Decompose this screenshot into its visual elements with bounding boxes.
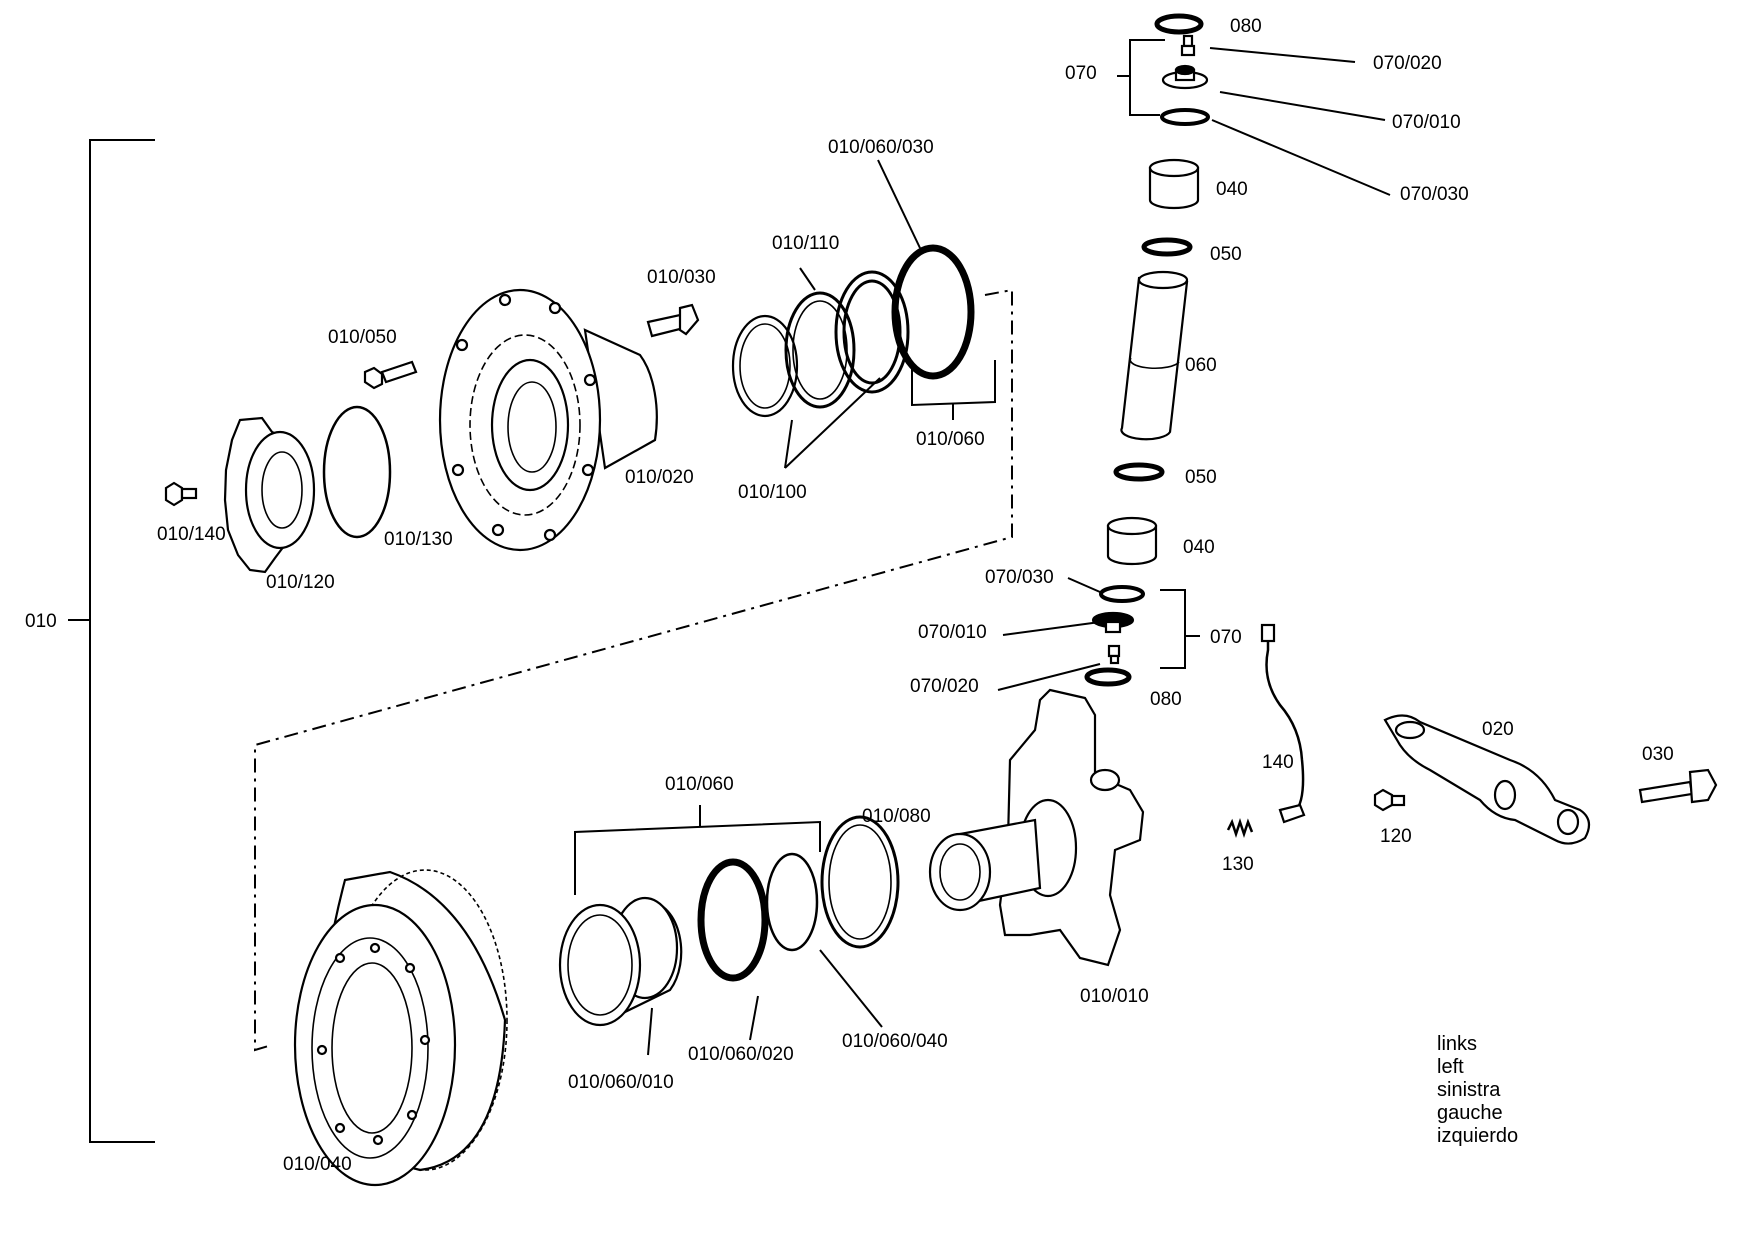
label-130: 130 xyxy=(1222,854,1254,875)
ring-010-100-a xyxy=(731,314,799,418)
label-010-080: 010/080 xyxy=(862,806,931,827)
seal-010-060-030 xyxy=(891,244,975,380)
bracket-010 xyxy=(68,139,155,1143)
ring-080-top xyxy=(1154,13,1204,35)
cap-070-010-top xyxy=(1161,64,1209,90)
legend-line: gauche xyxy=(1437,1102,1503,1124)
label-010-060-020: 010/060/020 xyxy=(688,1044,794,1065)
label-060: 060 xyxy=(1185,355,1217,376)
label-040-top: 040 xyxy=(1216,179,1248,200)
label-070-bottom: 070 xyxy=(1210,627,1242,648)
cap-070-010-bottom xyxy=(1091,611,1135,634)
label-070-top: 070 xyxy=(1065,63,1097,84)
spring-130 xyxy=(1226,818,1254,838)
label-040-bottom: 040 xyxy=(1183,537,1215,558)
label-010-030: 010/030 xyxy=(647,267,716,288)
label-010-060-top: 010/060 xyxy=(916,429,985,450)
label-050-bottom: 050 xyxy=(1185,467,1217,488)
sensor-cable-140 xyxy=(1260,623,1305,813)
label-010-060-030: 010/060/030 xyxy=(828,137,934,158)
label-010-060-bottom: 010/060 xyxy=(665,774,734,795)
ring-050-bottom xyxy=(1113,462,1165,482)
label-070-010-top: 070/010 xyxy=(1392,112,1461,133)
legend-line: sinistra xyxy=(1437,1079,1501,1101)
bushing-040-top xyxy=(1148,158,1200,210)
label-030: 030 xyxy=(1642,744,1674,765)
assembly-outline xyxy=(254,288,1013,1052)
sensor-140 xyxy=(1278,803,1306,824)
hub-cap-010-120 xyxy=(223,416,316,574)
bearing-010-060-010 xyxy=(558,896,683,1027)
ring-010-080 xyxy=(820,815,900,949)
hub-010-020 xyxy=(438,288,658,552)
ring-050-top xyxy=(1141,237,1193,257)
label-020: 020 xyxy=(1482,719,1514,740)
ring-080-bottom xyxy=(1084,667,1132,687)
label-010-100: 010/100 xyxy=(738,482,807,503)
ring-070-030-bottom xyxy=(1099,585,1145,603)
grease-nipple-070-020-bottom xyxy=(1107,644,1121,665)
ring-070-030-top xyxy=(1160,108,1210,126)
label-010-010: 010/010 xyxy=(1080,986,1149,1007)
label-070-020-bottom: 070/020 xyxy=(910,676,979,697)
steering-arm-020 xyxy=(1383,714,1591,845)
label-010-130: 010/130 xyxy=(384,529,453,550)
legend-line: izquierdo xyxy=(1437,1125,1518,1147)
legend-line: links xyxy=(1437,1033,1477,1055)
label-010: 010 xyxy=(25,611,57,632)
side-legend: links left sinistra gauche izquierdo xyxy=(1437,1033,1518,1147)
label-050-top: 050 xyxy=(1210,244,1242,265)
grease-nipple-070-020-top xyxy=(1180,34,1196,57)
bolt-030 xyxy=(1638,768,1718,804)
legend-line: left xyxy=(1437,1056,1464,1078)
brake-disc-010-040 xyxy=(293,869,508,1187)
label-120: 120 xyxy=(1380,826,1412,847)
label-010-060-010: 010/060/010 xyxy=(568,1072,674,1093)
label-080-bottom: 080 xyxy=(1150,689,1182,710)
knuckle-010-010 xyxy=(928,688,1145,967)
bushing-040-bottom xyxy=(1106,516,1158,566)
stud-010-030 xyxy=(646,303,700,338)
label-010-110: 010/110 xyxy=(772,233,839,254)
label-010-060-040: 010/060/040 xyxy=(842,1031,948,1052)
ring-010-060-040 xyxy=(765,852,819,952)
label-070-030-bottom: 070/030 xyxy=(985,567,1054,588)
kingpin-060 xyxy=(1120,270,1189,441)
label-070-020-top: 070/020 xyxy=(1373,53,1442,74)
o-ring-010-130 xyxy=(322,405,392,539)
label-010-040: 010/040 xyxy=(283,1154,352,1175)
label-010-020: 010/020 xyxy=(625,467,694,488)
seal-010-060-020 xyxy=(697,858,769,982)
label-080-top: 080 xyxy=(1230,16,1262,37)
bolt-120 xyxy=(1373,788,1406,812)
bolt-010-050 xyxy=(363,360,418,390)
leader-lines xyxy=(574,39,1391,1056)
label-010-120: 010/120 xyxy=(266,572,335,593)
bolt-010-140 xyxy=(164,481,198,507)
label-070-010-bottom: 070/010 xyxy=(918,622,987,643)
label-070-030-top: 070/030 xyxy=(1400,184,1469,205)
label-010-140: 010/140 xyxy=(157,524,226,545)
label-010-050: 010/050 xyxy=(328,327,397,348)
label-140: 140 xyxy=(1262,752,1294,773)
